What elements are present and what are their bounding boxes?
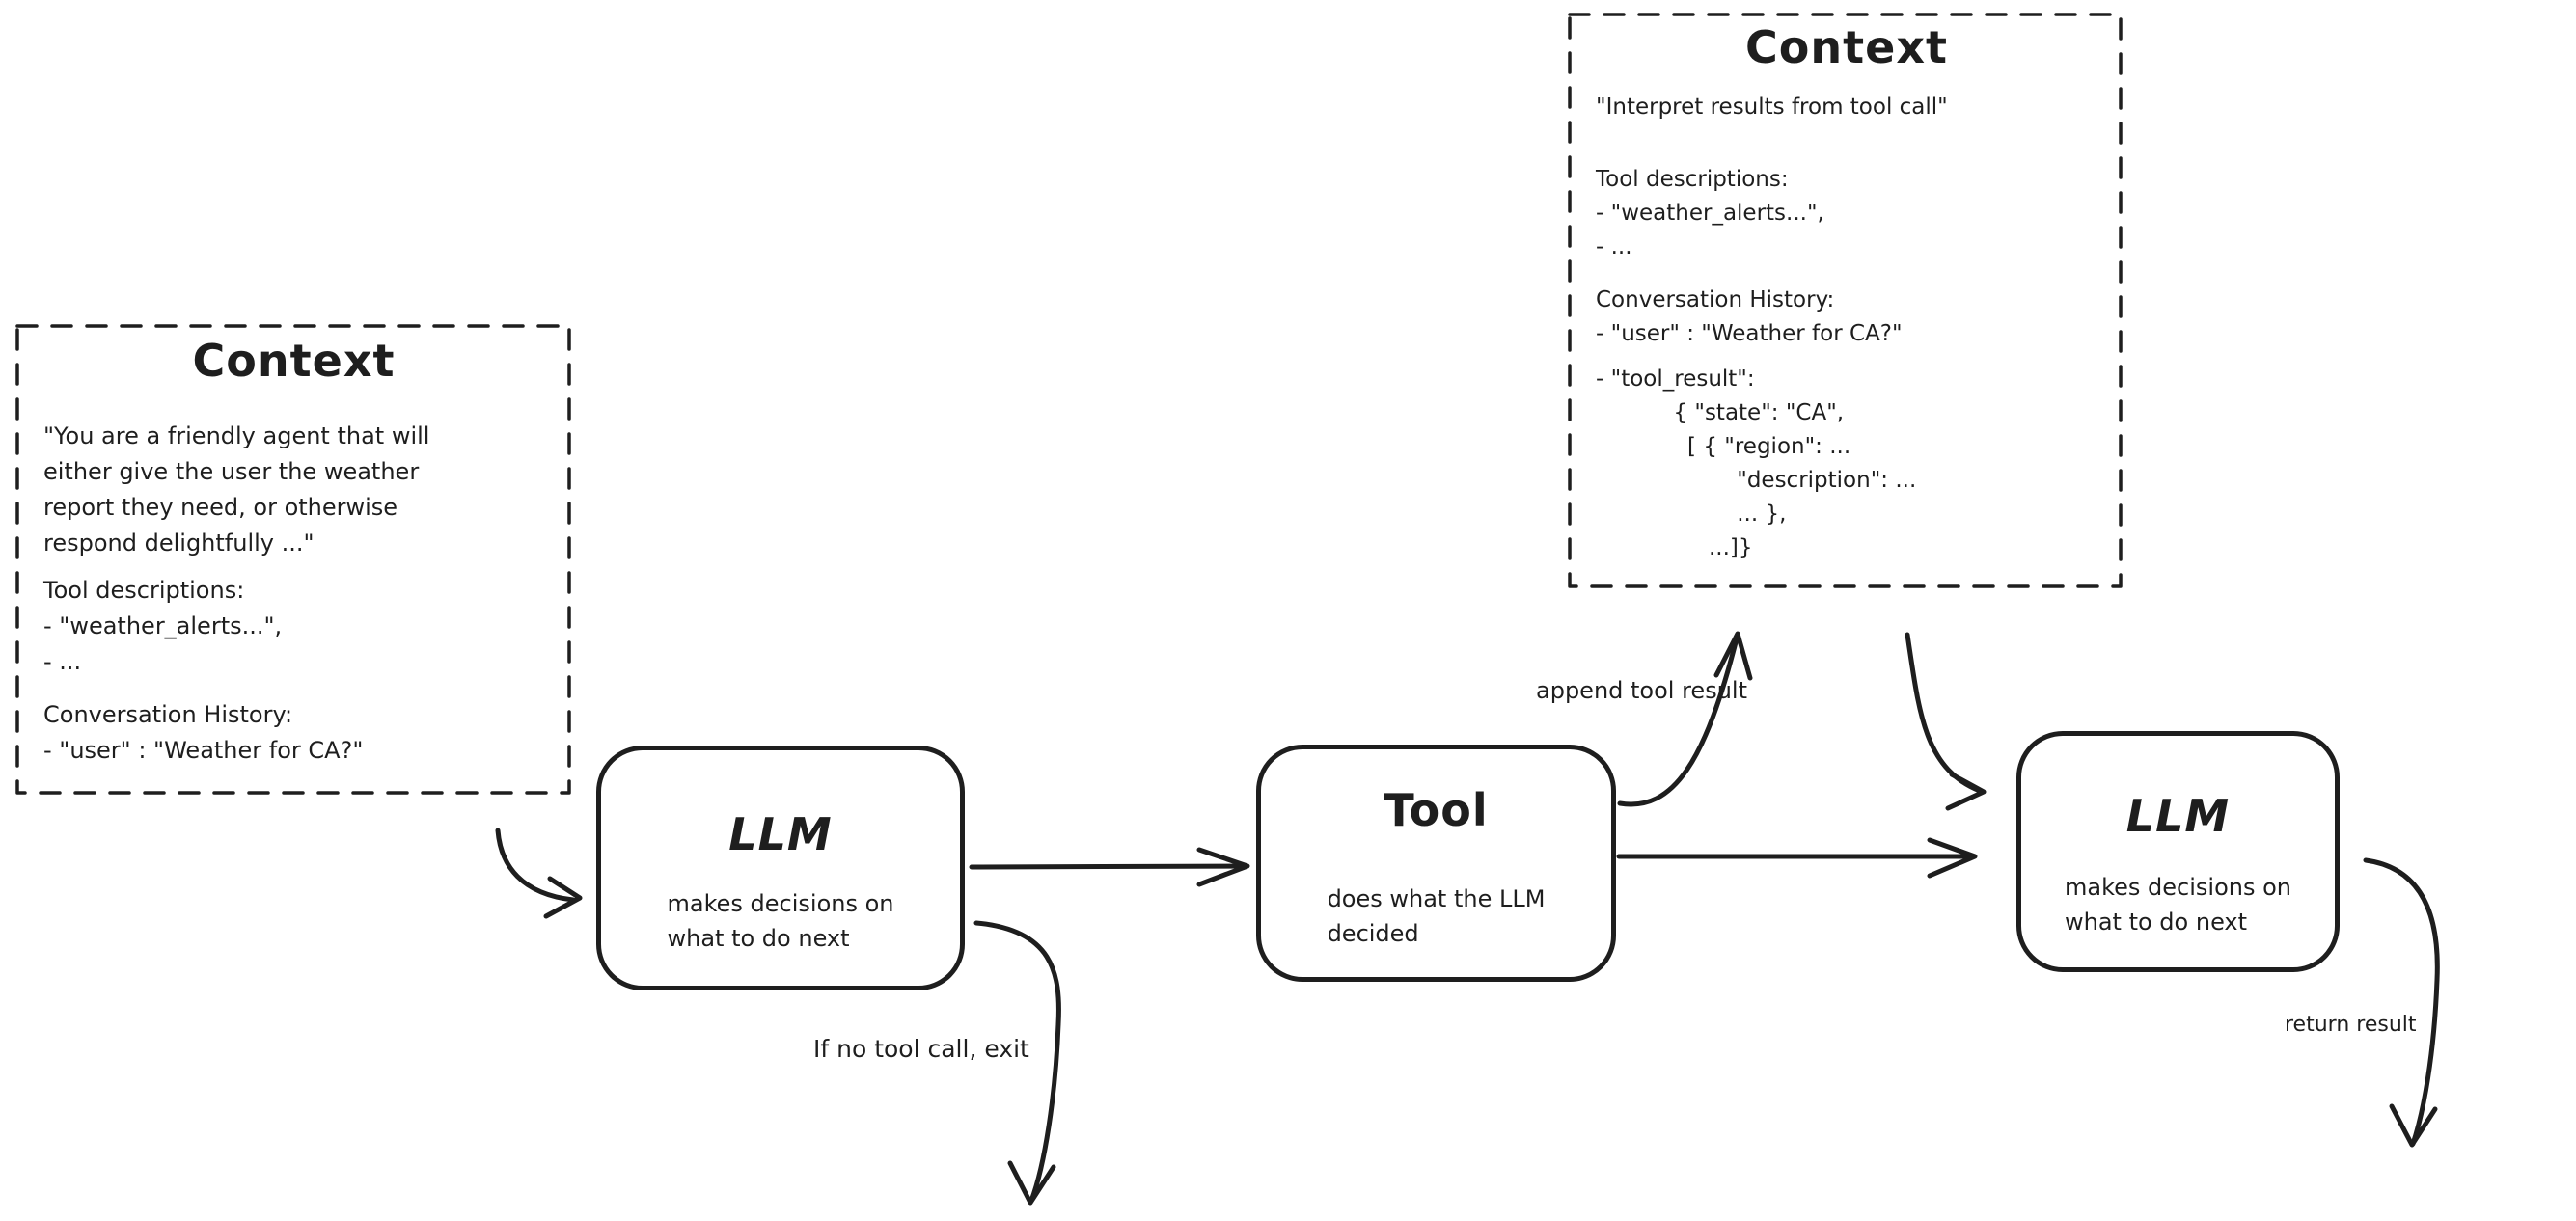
arrow-context-right-to-llm2: [1905, 632, 1987, 811]
context-box-right: Context "Interpret results from tool cal…: [1570, 14, 2121, 586]
context-left-title: Context: [192, 335, 396, 387]
context-right-border: [1568, 13, 2123, 588]
context-right-tool-descriptions: Tool descriptions: - "weather_alerts..."…: [1596, 167, 1824, 259]
arrow-context-left-to-llm1: [495, 828, 583, 919]
tool-node-title: Tool: [1384, 784, 1489, 836]
tool-node: Tool does what the LLM decided: [1256, 745, 1616, 982]
context-left-border: [15, 324, 571, 795]
edge-label-no-tool-call-exit: If no tool call, exit: [813, 1035, 1029, 1063]
context-right-conversation-history: Conversation History: - "user" : "Weathe…: [1596, 287, 1903, 346]
arrow-tool-to-llm2: [1616, 837, 1978, 879]
llm-node-2-subtitle: makes decisions on what to do next: [2065, 874, 2291, 936]
context-left-system-prompt: "You are a friendly agent that will eith…: [43, 422, 430, 556]
llm-node-1-subtitle: makes decisions on what to do next: [667, 890, 894, 952]
arrow-llm2-return-result: [2363, 857, 2440, 1148]
llm-node-2: LLM makes decisions on what to do next: [2016, 731, 2340, 972]
llm-node-1: LLM makes decisions on what to do next: [596, 746, 965, 990]
arrow-tool-to-context-right: [1617, 631, 1753, 807]
tool-node-subtitle: does what the LLM decided: [1327, 885, 1546, 947]
arrow-llm1-to-tool: [969, 847, 1250, 887]
edge-label-append-tool-result: append tool result: [1536, 677, 1747, 704]
context-right-title: Context: [1745, 21, 1948, 73]
context-left-conversation-history: Conversation History: - "user" : "Weathe…: [43, 701, 364, 764]
llm-node-1-title: LLM: [728, 808, 833, 860]
context-right-instruction: "Interpret results from tool call": [1596, 95, 1948, 120]
arrow-llm1-exit: [973, 920, 1061, 1206]
context-left-tool-descriptions: Tool descriptions: - "weather_alerts..."…: [43, 577, 283, 675]
edge-label-return-result: return result: [2285, 1013, 2417, 1037]
llm-node-2-title: LLM: [2125, 790, 2231, 842]
context-box-left: Context "You are a friendly agent that w…: [17, 326, 569, 793]
context-right-tool-result: - "tool_result": { "state": "CA", [ { "r…: [1596, 366, 1917, 560]
